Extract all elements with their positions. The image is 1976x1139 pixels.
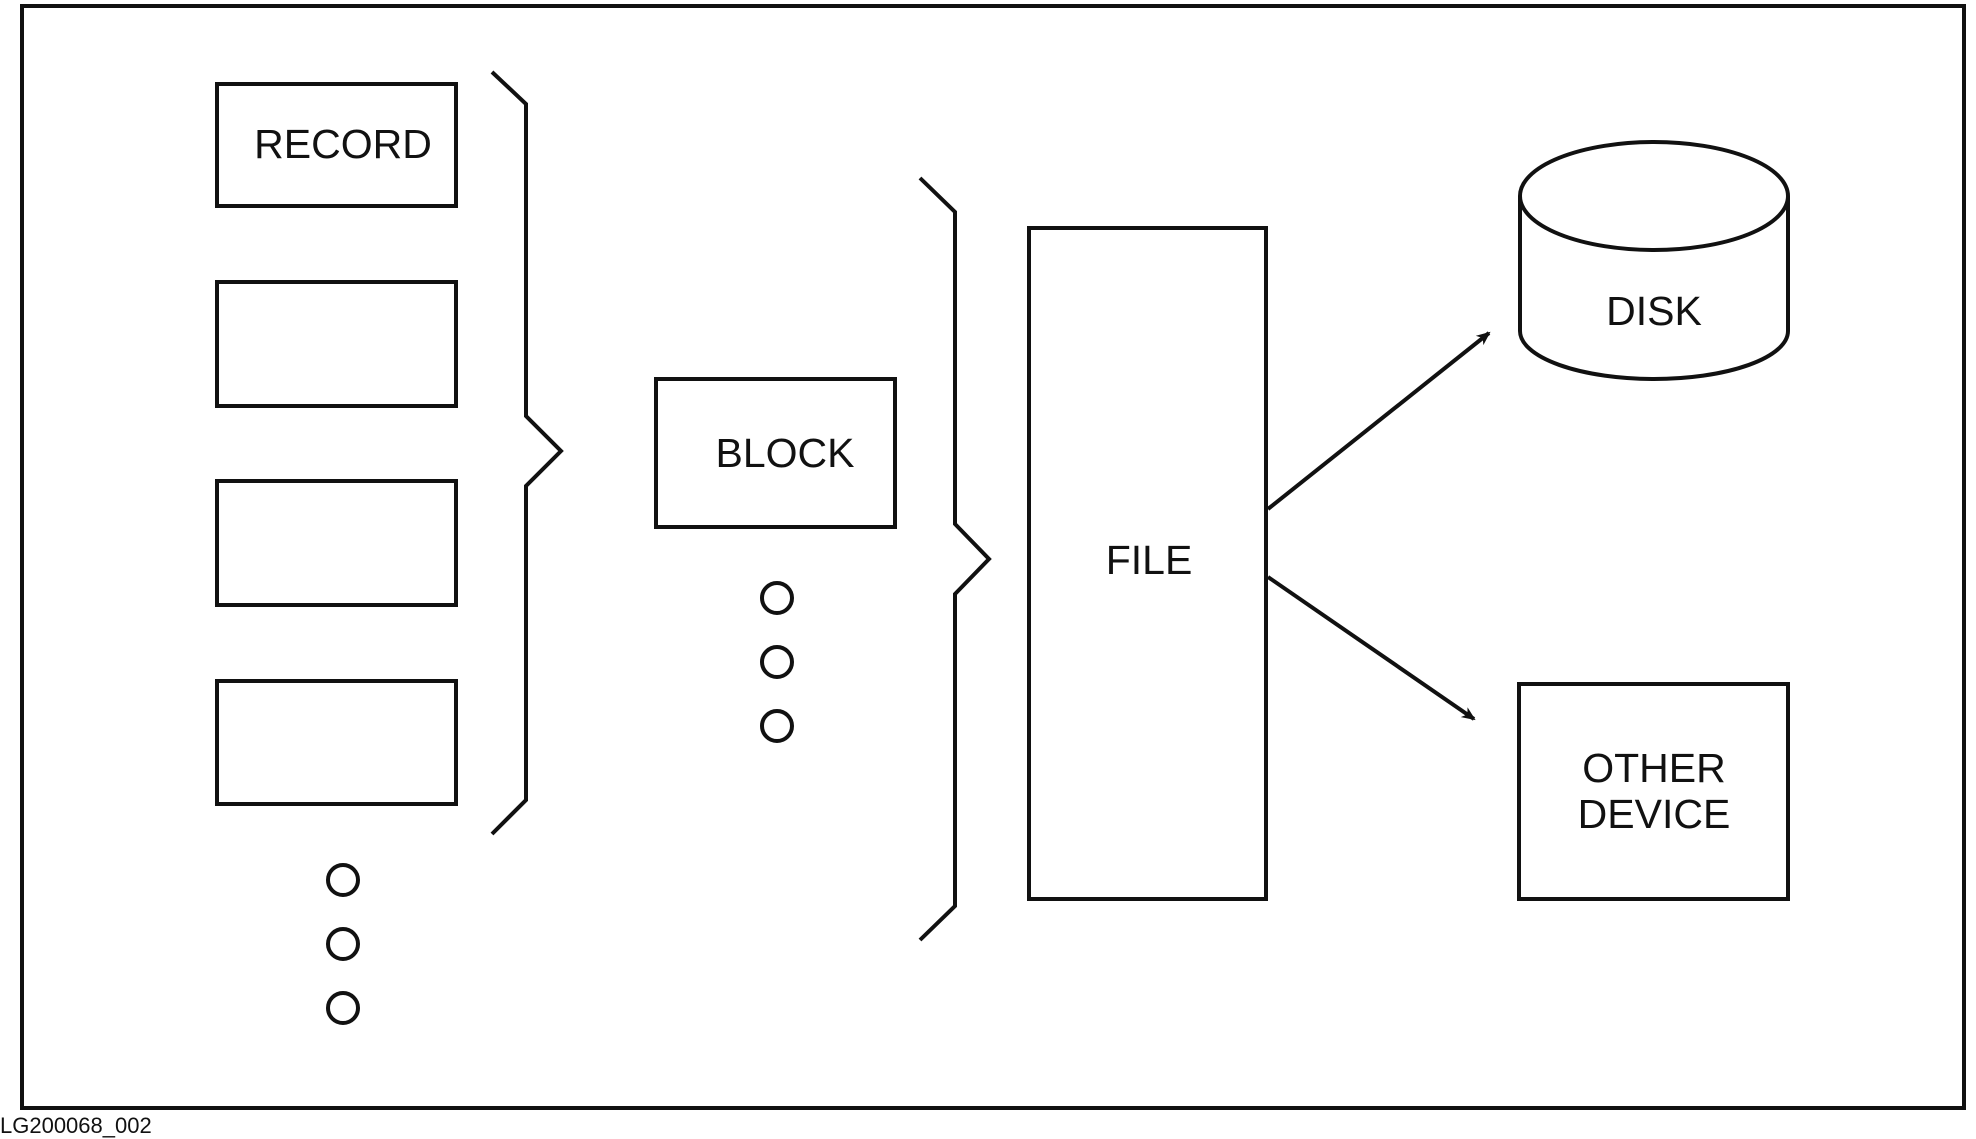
blocks-ellipsis-dots-icon	[760, 581, 794, 743]
record-label: RECORD	[254, 121, 432, 167]
ellipsis-dot	[326, 863, 360, 897]
ellipsis-dot	[326, 927, 360, 961]
block-label: BLOCK	[716, 430, 855, 476]
other-device-label-line2: DEVICE	[1578, 791, 1731, 837]
ellipsis-dot	[760, 581, 794, 615]
records-brace-icon	[490, 70, 564, 836]
record-box-3	[215, 479, 458, 607]
disk-label: DISK	[1606, 288, 1702, 334]
record-stack: RECORD	[215, 82, 458, 806]
record-box-2	[215, 280, 458, 408]
ellipsis-dot	[760, 709, 794, 743]
file-box	[1027, 226, 1268, 901]
other-device-box	[1517, 682, 1790, 901]
file-to-disk-arrow-icon	[1266, 331, 1491, 511]
ellipsis-dot	[760, 645, 794, 679]
ellipsis-dot	[326, 991, 360, 1025]
records-ellipsis-dots-icon	[326, 863, 360, 1025]
file-label: FILE	[1106, 537, 1193, 583]
block-box	[654, 377, 897, 529]
blocks-brace-icon	[918, 176, 992, 942]
record-box	[215, 82, 458, 208]
other-device-label-line1: OTHER	[1582, 745, 1726, 791]
disk-cylinder-icon	[1518, 140, 1790, 381]
disk-top	[1518, 140, 1790, 252]
figure-id-caption: LG200068_002	[0, 1113, 152, 1138]
record-box-4	[215, 679, 458, 806]
file-to-other-device-arrow-icon	[1266, 575, 1476, 721]
